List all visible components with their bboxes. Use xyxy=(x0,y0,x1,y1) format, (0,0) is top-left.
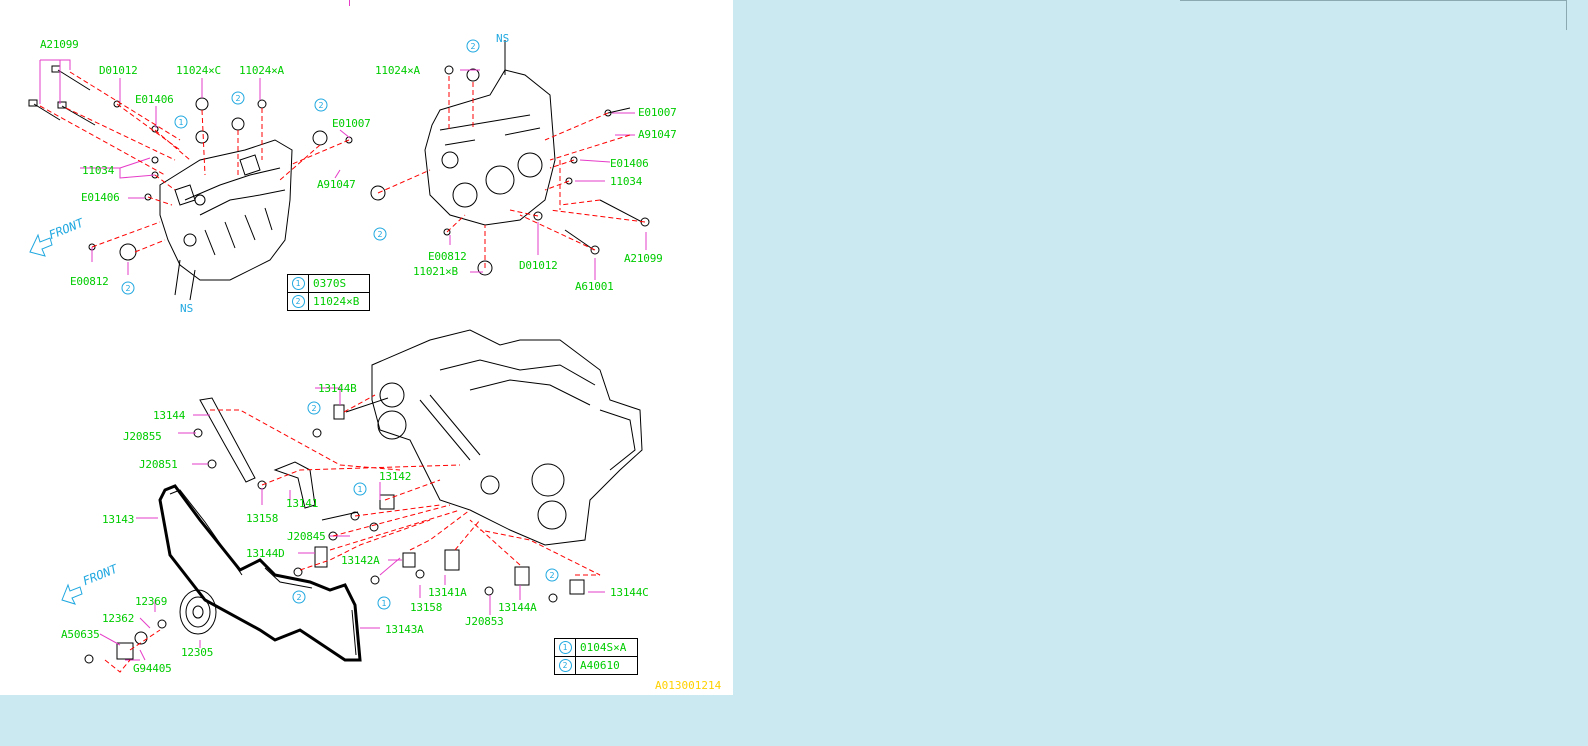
part-label: E01406 xyxy=(81,191,120,204)
callout-number: 2 xyxy=(549,571,554,580)
part-label: E01007 xyxy=(332,117,371,130)
top-edge-mark xyxy=(349,0,350,6)
callout-number: 1 xyxy=(381,599,386,608)
part-label: 13143 xyxy=(102,513,135,526)
callout-marker-icon: 1 xyxy=(291,277,305,290)
callout-markers xyxy=(121,39,559,610)
diagram-drawing: 2 2 2 1 2 2 2 1 2 1 2 xyxy=(28,39,650,673)
part-label: 13144A xyxy=(498,601,537,614)
part-label: 13141 xyxy=(286,497,319,510)
part-label: 11034 xyxy=(610,175,643,188)
leader-lines xyxy=(39,59,647,661)
part-label: D01012 xyxy=(99,64,138,77)
part-label: A91047 xyxy=(317,178,356,191)
crankcase-right-drawing xyxy=(424,40,556,226)
part-label: 11024×A xyxy=(239,64,284,77)
callout-marker-icon: 1 xyxy=(558,641,572,654)
part-label: 12369 xyxy=(135,595,168,608)
front-arrow-icon xyxy=(29,233,83,605)
crank-pulley-drawing xyxy=(179,589,217,635)
part-label: 13144C xyxy=(610,586,649,599)
part-label: A21099 xyxy=(40,38,79,51)
part-label: 11034 xyxy=(82,164,115,177)
part-label: E00812 xyxy=(428,250,467,263)
callout-number: 2 xyxy=(296,593,301,602)
part-label: 13142 xyxy=(379,470,412,483)
part-label: 13158 xyxy=(410,601,443,614)
part-label: J20853 xyxy=(465,615,504,628)
part-label: 11024×A xyxy=(375,64,420,77)
part-label: A21099 xyxy=(624,252,663,265)
dashed-leader-lines xyxy=(39,71,646,673)
legend-row: 2 A40610 xyxy=(555,656,637,674)
panel-edge-vertical xyxy=(1566,0,1567,30)
crankcase-left-drawing xyxy=(159,139,293,301)
callout-number: 2 xyxy=(125,284,130,293)
part-label: 11021×B xyxy=(413,265,458,278)
ns-label: NS xyxy=(496,32,510,45)
part-label: A61001 xyxy=(575,280,614,293)
callout-number: 2 xyxy=(470,42,475,51)
legend-row: 1 0104S×A xyxy=(555,639,637,656)
callout-marker-icon: 2 xyxy=(291,295,305,308)
part-label: E00812 xyxy=(70,275,109,288)
legend-part: 0104S×A xyxy=(580,641,627,654)
engine-assembly-drawing xyxy=(371,329,643,546)
legend-part: A40610 xyxy=(580,659,620,672)
part-label: J20845 xyxy=(287,530,326,543)
part-label: J20851 xyxy=(139,458,178,471)
part-label: A91047 xyxy=(638,128,677,141)
part-label: 12305 xyxy=(181,646,214,659)
callout-number: 2 xyxy=(318,101,323,110)
legend-bottom: 1 0104S×A 2 A40610 xyxy=(554,638,638,675)
callout-marker-icon: 2 xyxy=(558,659,572,672)
part-label: 13144D xyxy=(246,547,285,560)
part-label: 13144B xyxy=(318,382,357,395)
diagram-reference-code: A013001214 xyxy=(655,679,722,692)
callout-number: 1 xyxy=(178,118,183,127)
legend-part: 11024×B xyxy=(313,295,360,308)
part-label: G94405 xyxy=(133,662,172,675)
part-label: J20855 xyxy=(123,430,162,443)
legend-top: 1 0370S 2 11024×B xyxy=(287,274,370,311)
part-label: 13142A xyxy=(341,554,380,567)
callout-number: 2 xyxy=(377,230,382,239)
part-label: 13143A xyxy=(385,623,424,636)
part-label: E01007 xyxy=(638,106,677,119)
legend-row: 1 0370S xyxy=(288,275,369,292)
part-label: E01406 xyxy=(135,93,174,106)
legend-part: 0370S xyxy=(313,277,347,290)
callout-number: 2 xyxy=(311,404,316,413)
ns-label: NS xyxy=(180,302,194,315)
panel-edge xyxy=(1180,0,1567,1)
legend-row: 2 11024×B xyxy=(288,292,369,310)
callout-number: 1 xyxy=(357,485,362,494)
part-label: D01012 xyxy=(519,259,558,272)
part-label: 12362 xyxy=(102,612,135,625)
part-label: E01406 xyxy=(610,157,649,170)
part-label: 13144 xyxy=(153,409,186,422)
part-label: A50635 xyxy=(61,628,100,641)
part-label: 13141A xyxy=(428,586,467,599)
callout-number: 2 xyxy=(235,94,240,103)
part-label: 13158 xyxy=(246,512,279,525)
parts-diagram: 2 2 2 1 2 2 2 1 2 1 2 A21099 D01012 1102… xyxy=(0,0,733,695)
part-label: 11024×C xyxy=(176,64,221,77)
